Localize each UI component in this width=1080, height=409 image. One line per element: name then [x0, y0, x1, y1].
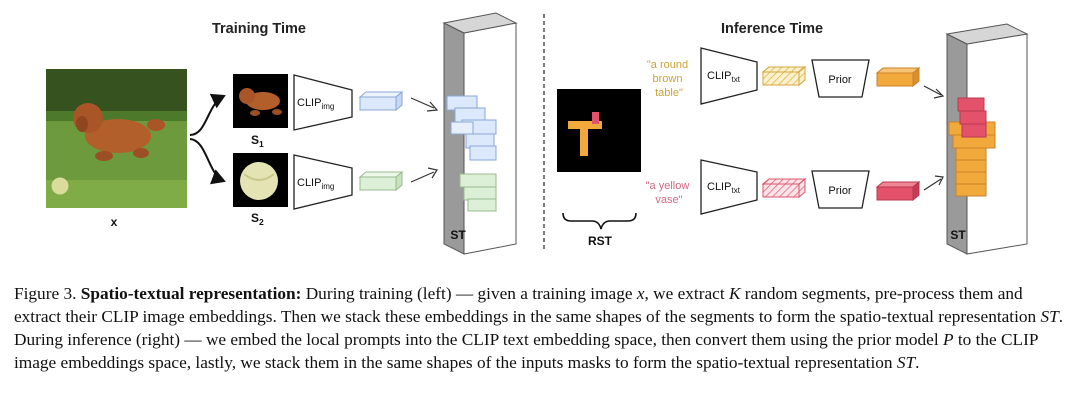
segment-s1-label: S1 [251, 133, 264, 149]
caption-prefix: Figure 3. [14, 284, 81, 303]
prompt-2-text: "a yellow vase" [646, 180, 693, 206]
caption-math-st-2: ST [896, 353, 916, 372]
segment-s1-image [233, 74, 288, 128]
orange-image-embedding [875, 66, 921, 88]
caption-math-st-1: ST [1040, 307, 1059, 326]
clip-img-label-2: CLIPimg [297, 177, 334, 191]
inference-time-title: Inference Time [721, 21, 823, 37]
caption-text-4: . During inference (right) — we embed th… [14, 307, 1064, 349]
segment-s2-label: S2 [251, 211, 264, 227]
caption-text-2: , we extract [644, 284, 729, 303]
pink-image-embedding [875, 180, 921, 202]
pink-text-embedding [761, 177, 807, 199]
clip-img-label-1: CLIPimg [297, 97, 334, 111]
caption-bold-title: Spatio-textual representation: [80, 284, 302, 303]
rst-mask-image [557, 89, 641, 172]
caption-text-6: . [915, 353, 920, 372]
hollow-arrows-training [410, 97, 439, 183]
caption-text-1: During training (left) — given a trainin… [301, 284, 637, 303]
segment-s2-image [233, 153, 288, 207]
figure-diagram: Training Time Inference Time x S1 S2 CLI… [46, 12, 1029, 255]
image-x-label: x [111, 215, 118, 229]
st-label-inference: ST [950, 228, 966, 242]
training-image-dog [46, 69, 187, 208]
clip-img-encoder-1 [293, 74, 353, 131]
clip-txt-encoder-2 [700, 159, 758, 215]
blue-embedding-block [358, 90, 404, 112]
clip-txt-label-2: CLIPtxt [707, 181, 741, 195]
st-slab-inference [945, 23, 1029, 255]
branch-arrow-s1 [189, 93, 226, 136]
yellow-text-embedding [761, 65, 807, 87]
green-embedding-block [358, 170, 404, 192]
rst-brace [562, 212, 637, 230]
st-label-training: ST [450, 228, 466, 242]
training-time-title: Training Time [212, 21, 306, 37]
caption-text-5: to the CLIP image embeddings space, last… [14, 330, 1038, 372]
st-slab-training [442, 12, 518, 255]
prior-model-1 [811, 59, 870, 98]
hollow-arrows-inference [923, 85, 945, 191]
caption-math-p: P [942, 330, 954, 349]
branch-arrow-s2 [189, 138, 226, 185]
clip-txt-label-1: CLIPtxt [707, 70, 741, 84]
figure-caption: Figure 3. Spatio-textual representation:… [14, 282, 1066, 374]
clip-txt-encoder-1 [700, 47, 758, 105]
caption-text-3: random segments, pre-process them and ex… [14, 284, 1041, 326]
caption-math-k: K [728, 284, 741, 303]
rst-label: RST [588, 234, 613, 248]
clip-img-encoder-2 [293, 154, 353, 210]
prior-model-2 [811, 170, 870, 209]
prior-label-1: Prior [828, 74, 852, 86]
caption-math-x: x [636, 284, 645, 303]
prior-label-2: Prior [828, 185, 852, 197]
prompt-1-text: "a round brown table" [647, 59, 691, 99]
